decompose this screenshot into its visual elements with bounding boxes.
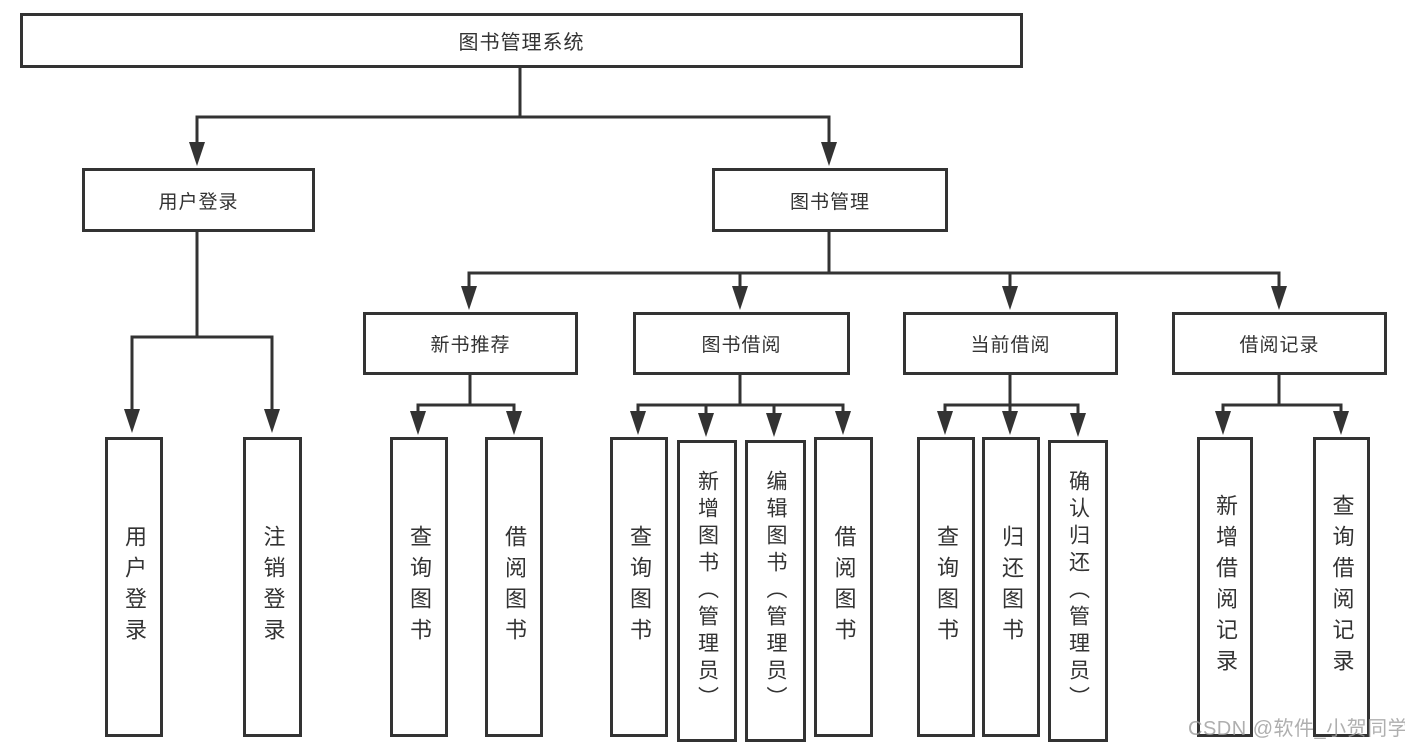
- arrow-down-icon: [1002, 411, 1018, 435]
- node-label: 查询图书: [407, 525, 432, 649]
- node-label: 注销登录: [260, 525, 286, 649]
- node-return-books: 归还图书: [982, 437, 1040, 737]
- node-label: 归还图书: [999, 525, 1024, 649]
- arrow-down-icon: [124, 409, 140, 433]
- arrow-down-icon: [1271, 286, 1287, 310]
- node-label: 确认归还（管理员）: [1066, 469, 1090, 713]
- node-label: 查询图书: [934, 525, 959, 649]
- node-logout: 注销登录: [243, 437, 302, 737]
- node-user-login-leaf: 用户登录: [105, 437, 163, 737]
- arrow-down-icon: [264, 409, 280, 433]
- arrow-down-icon: [1070, 413, 1086, 437]
- arrow-down-icon: [1002, 286, 1018, 310]
- node-label: 用户登录: [122, 525, 147, 649]
- node-label: 新增图书（管理员）: [695, 469, 719, 713]
- arrow-down-icon: [732, 286, 748, 310]
- arrow-down-icon: [835, 411, 851, 435]
- arrow-down-icon: [698, 413, 714, 437]
- node-query-books-2: 查询图书: [610, 437, 668, 737]
- node-edit-books-admin: 编辑图书（管理员）: [745, 440, 806, 742]
- arrow-down-icon: [506, 411, 522, 435]
- node-query-books-3: 查询图书: [917, 437, 975, 737]
- arrow-down-icon: [461, 286, 477, 310]
- arrow-down-icon: [937, 411, 953, 435]
- arrow-down-icon: [410, 411, 426, 435]
- arrow-down-icon: [630, 411, 646, 435]
- arrow-down-icon: [189, 142, 205, 166]
- node-label: 新增借阅记录: [1213, 494, 1238, 680]
- node-current-borrow: 当前借阅: [903, 312, 1118, 375]
- node-add-borrow-record: 新增借阅记录: [1197, 437, 1253, 737]
- arrow-down-icon: [1333, 411, 1349, 435]
- watermark: CSDN @软件_小贺同学: [1188, 718, 1405, 740]
- node-borrow-books-1: 借阅图书: [485, 437, 543, 737]
- node-query-borrow-record: 查询借阅记录: [1313, 437, 1370, 737]
- node-borrow-books-2: 借阅图书: [814, 437, 873, 737]
- node-label: 借阅图书: [831, 525, 857, 649]
- arrow-down-icon: [821, 142, 837, 166]
- node-borrow-records: 借阅记录: [1172, 312, 1387, 375]
- node-query-books-1: 查询图书: [390, 437, 448, 737]
- node-new-book-recommend: 新书推荐: [363, 312, 578, 375]
- node-book-management: 图书管理: [712, 168, 948, 232]
- node-label: 查询图书: [627, 525, 652, 649]
- node-book-borrow: 图书借阅: [633, 312, 850, 375]
- node-root: 图书管理系统: [20, 13, 1023, 68]
- node-confirm-return-admin: 确认归还（管理员）: [1048, 440, 1108, 742]
- arrow-down-icon: [1215, 411, 1231, 435]
- node-label: 编辑图书（管理员）: [764, 469, 787, 713]
- node-label: 借阅图书: [502, 525, 527, 649]
- node-label: 查询借阅记录: [1329, 494, 1355, 680]
- node-add-books-admin: 新增图书（管理员）: [677, 440, 737, 742]
- node-user-login-group: 用户登录: [82, 168, 315, 232]
- arrow-down-icon: [766, 413, 782, 437]
